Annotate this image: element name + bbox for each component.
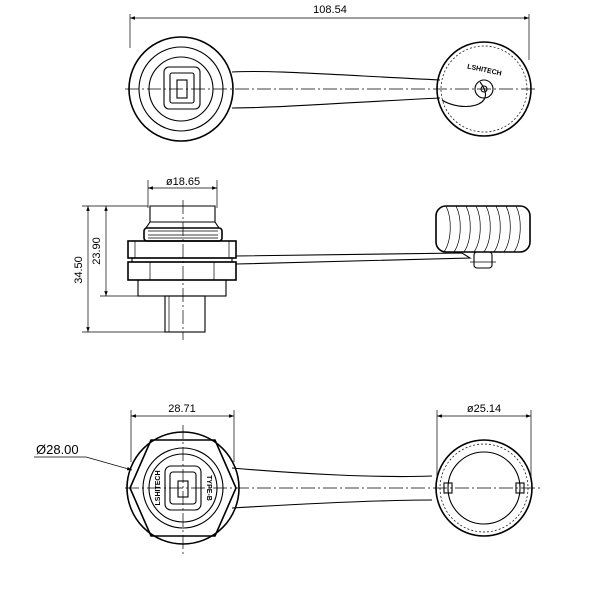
bottom-view: 28.71 ø25.14 Ø28.00 TYPE-B LSHITECH xyxy=(34,403,540,555)
nut-width-dimension: 28.71 xyxy=(130,403,235,462)
top-connector-outer-ring xyxy=(128,36,234,142)
cap-diameter-label: ø25.14 xyxy=(467,403,501,415)
side-plug-head xyxy=(144,205,221,229)
flange-diameter-leader: Ø28.00 xyxy=(34,442,133,471)
side-flange xyxy=(127,240,237,259)
side-cap-pin xyxy=(473,251,493,269)
top-view: 108.54 LSHITECH xyxy=(125,4,535,142)
side-back-body xyxy=(137,279,227,297)
side-view: ø18.65 34.50 23.90 xyxy=(73,176,531,340)
height-total-label: 34.50 xyxy=(73,256,85,284)
overall-length-label: 108.54 xyxy=(313,4,347,16)
bottom-usb-b-port xyxy=(164,465,202,511)
top-cap-pivot xyxy=(474,79,494,99)
height-body-dimension: 23.90 xyxy=(91,206,138,297)
bottom-cap-outer xyxy=(435,439,533,537)
bottom-flange-circle xyxy=(126,431,240,545)
top-cap-brand-marking: LSHITECH xyxy=(466,63,502,77)
bottom-brand-marking: LSHITECH xyxy=(155,471,162,506)
top-usb-b-port xyxy=(163,66,201,110)
side-hex-nut xyxy=(127,261,237,281)
inner-diameter-dimension: ø18.65 xyxy=(147,176,218,208)
inner-diameter-label: ø18.65 xyxy=(166,176,200,188)
top-cap-outer xyxy=(436,41,532,137)
bottom-tether-strap xyxy=(231,467,433,509)
top-connector-inner-ring xyxy=(148,56,214,122)
cap-diameter-dimension: ø25.14 xyxy=(436,403,532,478)
top-connector-mid-ring xyxy=(138,46,224,132)
overall-length-dimension: 108.54 xyxy=(129,4,530,60)
bottom-body-ring xyxy=(142,447,224,529)
flange-diameter-label: Ø28.00 xyxy=(36,442,79,457)
height-body-label: 23.90 xyxy=(91,237,103,265)
nut-width-label: 28.71 xyxy=(168,403,196,415)
height-total-dimension: 34.50 xyxy=(73,205,165,333)
side-knurled-cap xyxy=(435,205,531,253)
bottom-type-marking: TYPE-B xyxy=(205,475,212,501)
side-knurl-pattern xyxy=(443,205,521,253)
side-tether-strap xyxy=(235,252,472,265)
top-tether-strap xyxy=(231,70,486,109)
bottom-hex-nut xyxy=(129,439,237,537)
bottom-cap-inner xyxy=(447,451,521,525)
side-rear-stem xyxy=(164,295,206,333)
